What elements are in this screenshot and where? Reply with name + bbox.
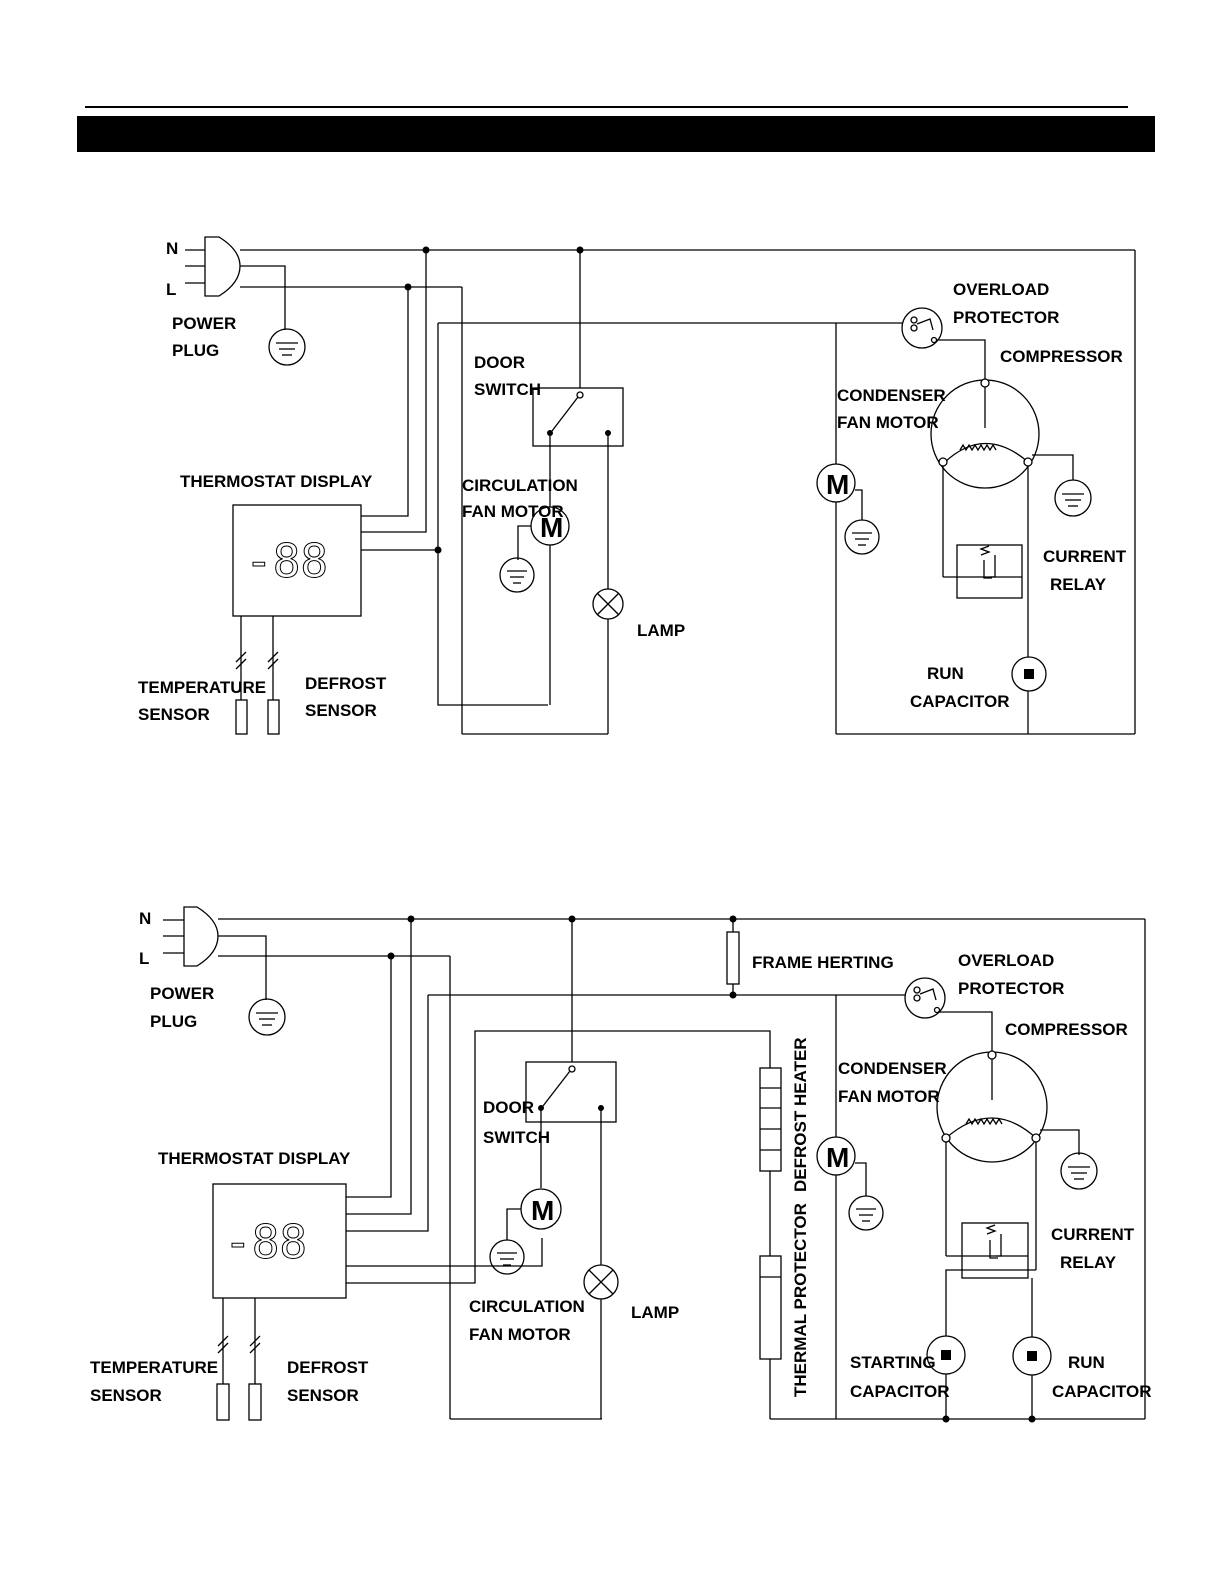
circulation-fan-motor-label-1b: FAN MOTOR	[462, 502, 564, 521]
thermostat-wires-2	[346, 919, 771, 1284]
l-label-2: L	[139, 949, 149, 968]
lamp-icon-2	[583, 1264, 619, 1419]
thermostat-display-label-1: THERMOSTAT DISPLAY	[180, 472, 373, 491]
door-switch-2	[525, 919, 617, 1266]
defrost-sensor-label-1a: DEFROST	[305, 674, 387, 693]
power-plug-label-2b: PLUG	[150, 1012, 197, 1031]
thermostat-display-box-2	[212, 1183, 347, 1299]
temperature-sensor-label-1a: TEMPERATURE	[138, 678, 266, 697]
defrost-sensor-label-2b: SENSOR	[287, 1386, 359, 1405]
circulation-motor-symbol-1: M	[540, 512, 563, 543]
thermostat-wires-1	[361, 250, 548, 706]
thermostat-display-box-1	[232, 504, 362, 617]
circulation-fan-motor-2	[489, 1188, 562, 1275]
n-label-1: N	[166, 239, 178, 258]
thermal-protector-label-2: THERMAL PROTECTOR	[791, 1203, 810, 1397]
door-switch-1	[532, 250, 624, 705]
run-capacitor-2	[1012, 1336, 1052, 1419]
condenser-fan-motor-label-2b: FAN MOTOR	[838, 1087, 940, 1106]
lamp-label-1: LAMP	[637, 621, 685, 640]
thermostat-display-label-2: THERMOSTAT DISPLAY	[158, 1149, 351, 1168]
current-relay-label-1b: RELAY	[1050, 575, 1107, 594]
ground-icon-plug-2	[218, 935, 286, 1036]
temperature-sensor-label-1b: SENSOR	[138, 705, 210, 724]
condenser-motor-symbol-1: M	[826, 469, 849, 500]
overload-protector-label-1b: PROTECTOR	[953, 308, 1059, 327]
display-readout-1: -88	[245, 534, 328, 588]
run-capacitor-label-1a: RUN	[927, 664, 964, 683]
ground-icon-compressor-2	[1040, 1129, 1098, 1190]
thermal-protector-2	[759, 1255, 782, 1419]
starting-capacitor-2	[926, 1335, 966, 1419]
temperature-sensor-label-2a: TEMPERATURE	[90, 1358, 218, 1377]
starting-capacitor-label-2b: CAPACITOR	[850, 1382, 950, 1401]
defrost-sensor-label-2a: DEFROST	[287, 1358, 369, 1377]
l-label-1: L	[166, 280, 176, 299]
compressor-icon-2	[936, 1050, 1048, 1163]
current-relay-2	[945, 1142, 1037, 1338]
compressor-label-1: COMPRESSOR	[1000, 347, 1123, 366]
defrost-sensor-label-1b: SENSOR	[305, 701, 377, 720]
ground-icon-compressor-1	[1032, 454, 1092, 517]
condenser-fan-motor-label-2a: CONDENSER	[838, 1059, 947, 1078]
current-relay-label-2b: RELAY	[1060, 1253, 1117, 1272]
wiring-diagram-1: N L POWER PLUG	[138, 236, 1136, 735]
overload-protector-label-1a: OVERLOAD	[953, 280, 1049, 299]
power-plug-2	[163, 906, 219, 967]
compressor-feed-2	[428, 991, 912, 1419]
frame-heating-2	[726, 919, 740, 995]
condenser-fan-motor-label-1b: FAN MOTOR	[837, 413, 939, 432]
power-plug-label-2a: POWER	[150, 984, 214, 1003]
defrost-heater-label-2: DEFROST HEATER	[791, 1037, 810, 1192]
door-switch-label-2b: SWITCH	[483, 1128, 550, 1147]
condenser-fan-motor-label-1a: CONDENSER	[837, 386, 946, 405]
compressor-feed-1	[438, 322, 910, 734]
power-plug-1	[185, 236, 241, 297]
circulation-fan-motor-label-2a: CIRCULATION	[469, 1297, 585, 1316]
condenser-fan-motor-2	[816, 1136, 884, 1231]
overload-protector-2	[904, 977, 993, 1052]
starting-capacitor-label-2a: STARTING	[850, 1353, 936, 1372]
door-switch-label-2a: DOOR	[483, 1098, 534, 1117]
frame-heating-label-2: FRAME HERTING	[752, 953, 894, 972]
circulation-fan-motor-label-1a: CIRCULATION	[462, 476, 578, 495]
sensor-leads-2	[216, 1298, 262, 1421]
compressor-icon-1	[930, 378, 1040, 489]
door-switch-label-1a: DOOR	[474, 353, 525, 372]
n-label-2: N	[139, 909, 151, 928]
wiring-diagram-2: N L POWER PLUG	[90, 906, 1152, 1423]
current-relay-label-2a: CURRENT	[1051, 1225, 1135, 1244]
door-switch-label-1b: SWITCH	[474, 380, 541, 399]
ground-icon-plug-1	[240, 265, 306, 366]
current-relay-label-1a: CURRENT	[1043, 547, 1127, 566]
overload-protector-1	[901, 307, 986, 380]
circulation-motor-symbol-2: M	[531, 1195, 554, 1226]
sensor-leads-1	[235, 616, 280, 735]
lamp-icon-1	[462, 588, 624, 735]
run-capacitor-1	[1011, 656, 1047, 692]
power-plug-label-1a: POWER	[172, 314, 236, 333]
temperature-sensor-label-2b: SENSOR	[90, 1386, 162, 1405]
condenser-fan-motor-1	[816, 463, 880, 555]
run-capacitor-label-1b: CAPACITOR	[910, 692, 1010, 711]
overload-protector-label-2b: PROTECTOR	[958, 979, 1064, 998]
run-capacitor-label-2b: CAPACITOR	[1052, 1382, 1152, 1401]
overload-protector-label-2a: OVERLOAD	[958, 951, 1054, 970]
defrost-heater-2	[759, 1067, 782, 1256]
run-capacitor-label-2a: RUN	[1068, 1353, 1105, 1372]
header-bar	[77, 116, 1155, 152]
compressor-label-2: COMPRESSOR	[1005, 1020, 1128, 1039]
neutral-bus-2	[218, 915, 1146, 1423]
condenser-motor-symbol-2: M	[826, 1142, 849, 1173]
circulation-fan-motor-1	[499, 506, 570, 593]
live-bus-2	[218, 952, 602, 1420]
circulation-fan-motor-label-2b: FAN MOTOR	[469, 1325, 571, 1344]
display-readout-2: -88	[224, 1215, 307, 1269]
lamp-label-2: LAMP	[631, 1303, 679, 1322]
power-plug-label-1b: PLUG	[172, 341, 219, 360]
